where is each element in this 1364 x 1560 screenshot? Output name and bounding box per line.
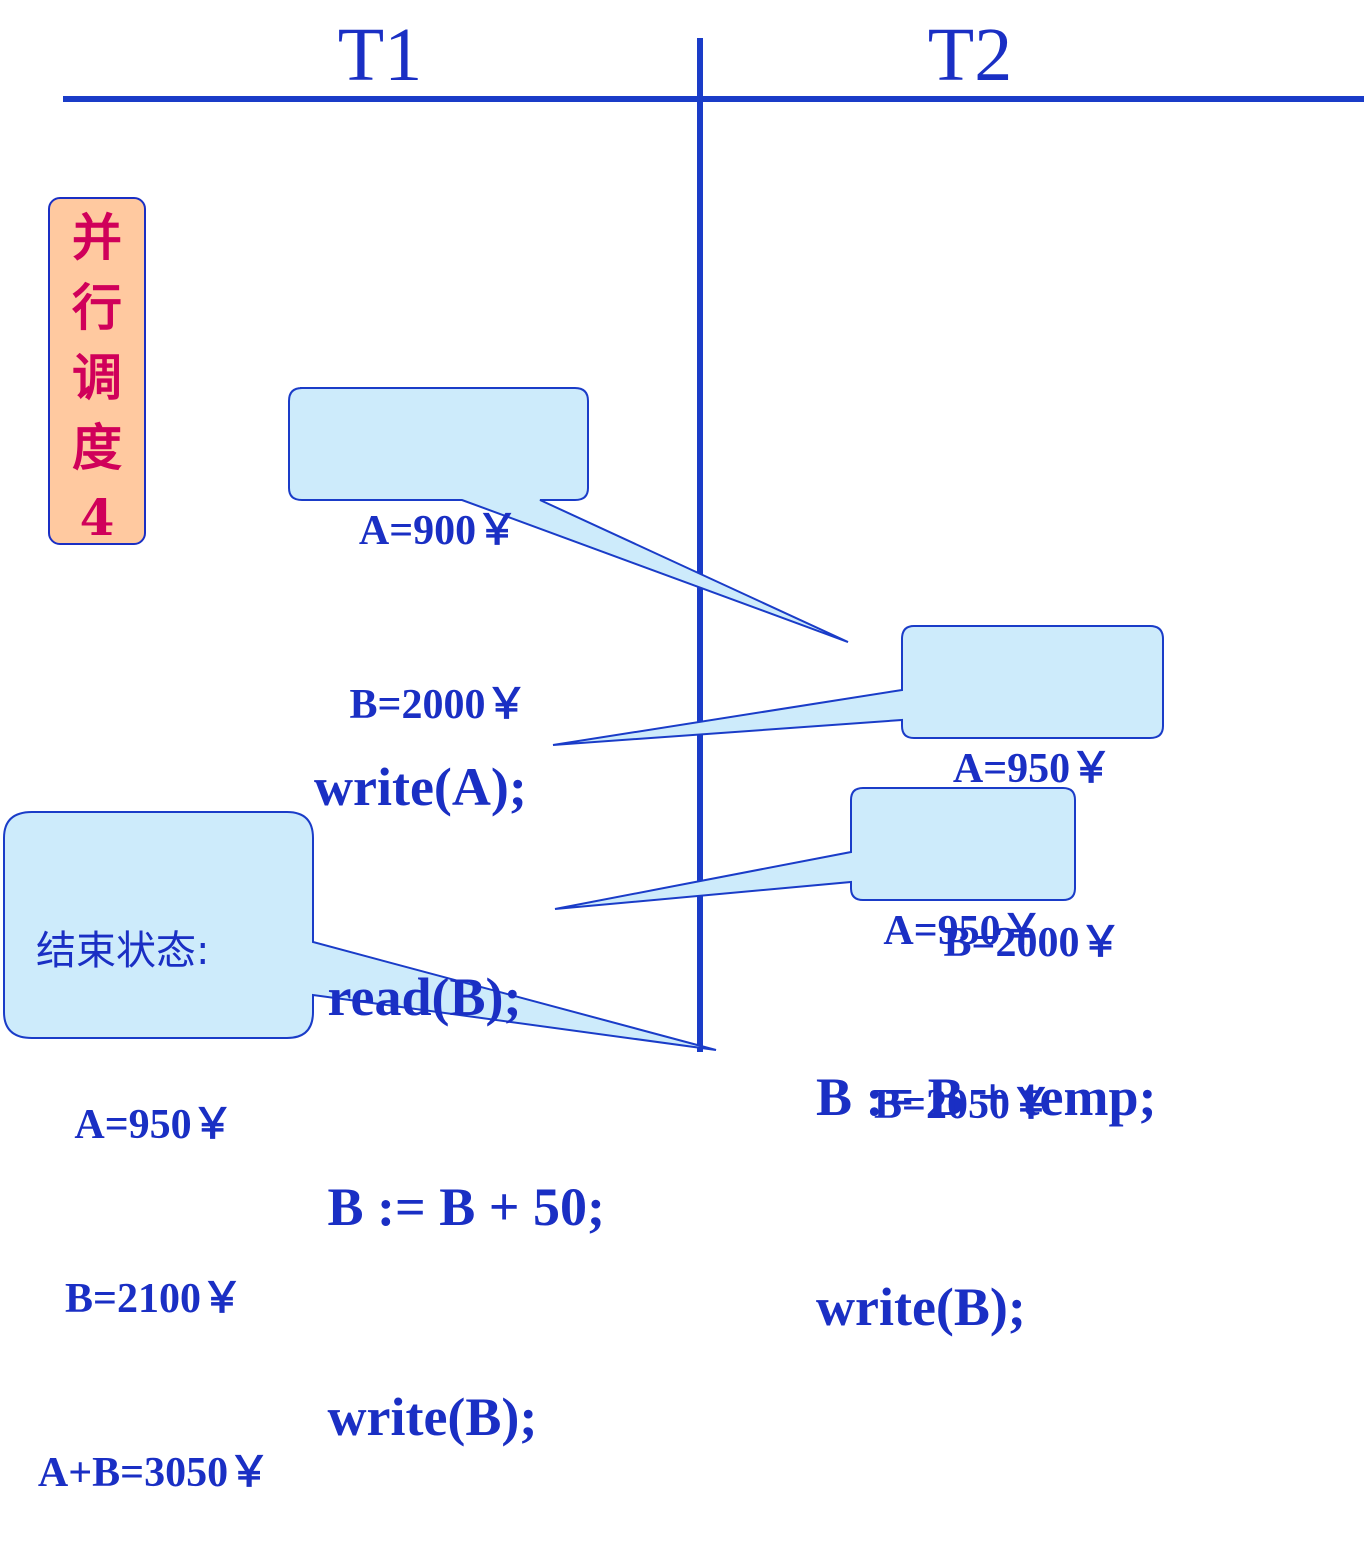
callout-value-b: B=2050￥ — [874, 1082, 1052, 1128]
schedule-label-char: 调 — [72, 348, 122, 407]
callout-value-a: A=900￥ — [358, 508, 519, 554]
callout-value-a: A=950￥ — [952, 746, 1113, 792]
schedule-label-char: 并 — [72, 208, 122, 267]
callout-value-b: B=2100￥ — [65, 1276, 243, 1322]
callout-final-title: 结束状态: — [36, 928, 210, 974]
timeline-diagram — [3, 38, 1364, 1052]
callout-state2-shape — [552, 625, 1164, 746]
callout-state3-shape — [554, 787, 1076, 910]
schedule-label-char: 行 — [72, 278, 122, 337]
code-line: write(A); — [314, 757, 527, 817]
callout-state2: A=950￥ B=2000￥ — [902, 624, 1163, 1030]
column-header-t1: T1 — [337, 13, 423, 97]
code-line: B := B + 50; — [314, 1177, 606, 1237]
callout-value-b: B=2000￥ — [943, 920, 1122, 966]
schedule-label: 并 行 调 度 4 — [48, 197, 146, 547]
callout-value-b: B=2000￥ — [349, 682, 528, 728]
code-line: write(B); — [816, 1277, 1026, 1337]
callout-value-a: A=950￥ — [74, 1102, 234, 1148]
code-line: read(B); — [314, 967, 522, 1027]
schedule-label-number: 4 — [79, 488, 115, 547]
callout-final-shape — [3, 811, 717, 1051]
callout-state1-shape — [288, 387, 849, 643]
column-header-t2: T2 — [927, 13, 1013, 97]
schedule-label-char: 度 — [72, 418, 122, 477]
code-line: write(B); — [314, 1387, 538, 1447]
callout-state1: A=900￥ B=2000￥ — [289, 386, 588, 792]
callout-state3: A=950￥ B=2050￥ — [851, 786, 1075, 1192]
callout-final: 结束状态: A=950￥ B=2100￥ A+B=3050￥ — [4, 806, 304, 1560]
callout-value-a: A=950￥ — [883, 908, 1043, 954]
callout-value-sum: A+B=3050￥ — [37, 1450, 271, 1496]
